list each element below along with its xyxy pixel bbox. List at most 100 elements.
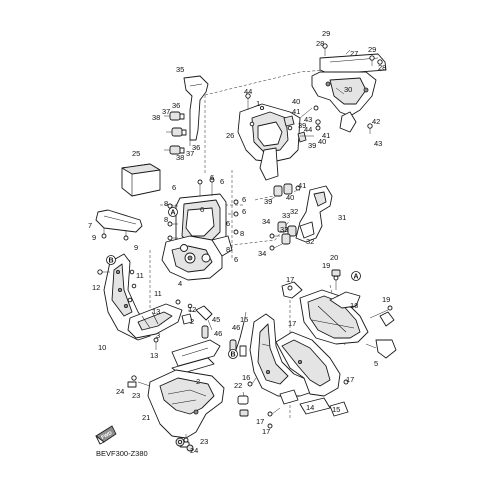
callout-8c: 8	[240, 229, 244, 238]
main-bracket-26	[237, 93, 321, 181]
bracket-assembly-27	[311, 43, 387, 134]
svg-text:A: A	[353, 274, 358, 281]
bracket-31	[269, 183, 333, 251]
callout-46b: 46	[232, 323, 240, 332]
callout-7: 7	[88, 221, 92, 230]
callout-17b: 17	[256, 417, 264, 426]
callout-33b: 33	[280, 225, 288, 234]
callout-6f: 6	[200, 205, 204, 214]
callout-17: 17	[288, 319, 296, 328]
callout-28b: 28	[378, 63, 386, 72]
callout-13b: 13	[150, 351, 158, 360]
callout-17c: 17	[262, 427, 270, 436]
ref-marker-a-right: A	[351, 271, 361, 281]
callout-35: 35	[176, 65, 184, 74]
callout-24b: 24	[190, 446, 198, 455]
callout-43: 43	[374, 139, 382, 148]
callout-37: 37	[162, 107, 170, 116]
callout-4: 4	[178, 279, 182, 288]
callout-20: 20	[330, 253, 338, 262]
fwd-direction-arrow: FWD	[95, 425, 117, 445]
callout-38b: 38	[176, 153, 184, 162]
callout-17e: 17	[286, 275, 294, 284]
callout-8b: 8	[164, 215, 168, 224]
callout-40b: 40	[318, 137, 326, 146]
callout-19b: 19	[382, 295, 390, 304]
bushing-stack-lower	[164, 140, 191, 155]
callout-6d: 6	[242, 195, 246, 204]
callout-10: 10	[98, 343, 106, 352]
front-cowl-shell	[247, 313, 341, 397]
callout-9: 9	[92, 233, 96, 242]
callout-6e: 6	[242, 207, 246, 216]
callout-6h: 6	[234, 255, 238, 264]
callout-40c: 40	[286, 193, 294, 202]
callout-23: 23	[132, 391, 140, 400]
callout-8d: 8	[226, 245, 230, 254]
callout-46: 46	[214, 329, 222, 338]
callout-37b: 37	[186, 149, 194, 158]
callout-8: 8	[164, 199, 168, 208]
wire-15	[235, 311, 247, 357]
duct-panel-3	[127, 299, 183, 350]
callout-17d: 17	[346, 375, 354, 384]
callout-12b: 12	[188, 305, 196, 314]
callout-29: 29	[322, 29, 330, 38]
bushing-stack-upper	[164, 111, 187, 137]
callout-23b: 23	[200, 437, 208, 446]
callout-1: 1	[256, 99, 260, 108]
side-cowl-10	[97, 253, 151, 341]
callout-6g: 6	[226, 219, 230, 228]
callout-27: 27	[350, 49, 358, 58]
callout-2: 2	[190, 317, 194, 326]
callout-18: 18	[350, 301, 358, 310]
connector-parts	[181, 303, 237, 353]
callout-3: 3	[156, 331, 160, 340]
bracket-18	[281, 269, 397, 359]
damper-stack-lower	[269, 221, 297, 251]
callout-36: 36	[172, 101, 180, 110]
callout-11: 11	[136, 271, 144, 280]
callout-39b: 39	[308, 141, 316, 150]
callout-43b: 43	[304, 115, 312, 124]
ref-marker-b-right: B	[228, 349, 238, 359]
callout-22: 22	[234, 381, 242, 390]
ref-marker-a-left: A	[168, 207, 178, 217]
box-25	[121, 163, 161, 197]
callout-44: 44	[244, 87, 252, 96]
callout-39: 39	[298, 121, 306, 130]
callout-31: 31	[338, 213, 346, 222]
callout-16: 16	[242, 373, 250, 382]
callout-39c: 39	[264, 197, 272, 206]
callout-40: 40	[292, 97, 300, 106]
damper-stack-upper	[269, 183, 301, 201]
callout-6c: 6	[172, 183, 176, 192]
grommets-23-24	[175, 437, 194, 452]
front-cowl-21	[127, 369, 225, 448]
callout-15: 15	[240, 315, 248, 324]
callout-19: 19	[322, 261, 330, 270]
callout-5: 5	[374, 359, 378, 368]
callout-42: 42	[372, 117, 380, 126]
callout-15b: 15	[332, 405, 340, 414]
callout-32: 32	[290, 207, 298, 216]
callout-28: 28	[316, 39, 324, 48]
callout-30: 30	[344, 85, 352, 94]
callout-45: 45	[212, 315, 220, 324]
callout-21: 21	[142, 413, 150, 422]
callout-13: 13	[152, 307, 160, 316]
callout-9b: 9	[134, 243, 138, 252]
callout-41b: 41	[322, 131, 330, 140]
callout-12: 12	[92, 283, 100, 292]
callout-24: 24	[116, 387, 124, 396]
fwd-label: FWD	[100, 430, 113, 441]
svg-text:B: B	[108, 258, 113, 265]
bracket-35	[164, 75, 209, 155]
callout-6b: 6	[220, 177, 224, 186]
callout-36b: 36	[192, 143, 200, 152]
svg-text:B: B	[230, 352, 235, 359]
callout-44b: 44	[304, 125, 312, 134]
callout-25: 25	[132, 149, 140, 158]
figure-code: BEVF300-Z380	[96, 449, 148, 458]
